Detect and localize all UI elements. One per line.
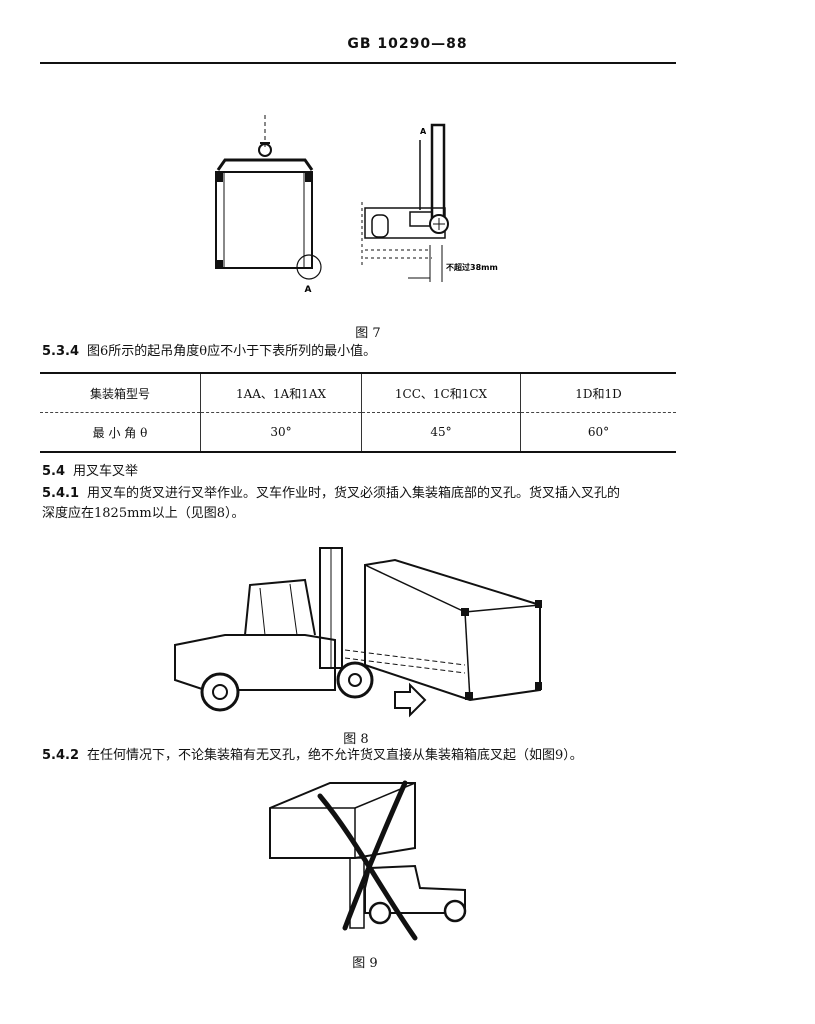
figure-7-drawing: A A 不超过38mm [215, 115, 498, 295]
clause-5-3-4: 5.3.4 图6所示的起吊角度θ应不小于下表所列的最小值。 [42, 342, 376, 362]
clause-text-line-2: 深度应在1825mm以上（见图8）。 [42, 506, 245, 521]
figure-7-label-a-left: A [305, 285, 312, 295]
section-title: 用叉车叉举 [73, 464, 139, 479]
clause-5-4-2: 5.4.2 在任何情况下，不论集装箱有无叉孔，绝不允许货叉直接从集装箱箱底叉起（如… [42, 746, 583, 766]
clause-number: 5.4.1 [42, 486, 80, 501]
clause-number: 5.3.4 [42, 344, 80, 359]
table-header-row: 集装箱型号 1AA、1A和1AX 1CC、1C和1CX 1D和1D [40, 372, 676, 413]
minimum-angle-table: 集装箱型号 1AA、1A和1AX 1CC、1C和1CX 1D和1D 最 小 角 … [40, 372, 676, 453]
document-header: GB 10290—88 [347, 36, 468, 52]
table-cell: 最 小 角 θ [40, 412, 201, 453]
clause-text: 图6所示的起吊角度θ应不小于下表所列的最小值。 [87, 344, 377, 359]
table-header-cell: 1D和1D [520, 372, 676, 413]
clause-text: 在任何情况下，不论集装箱有无叉孔，绝不允许货叉直接从集装箱箱底叉起（如图9）。 [87, 748, 583, 763]
table-cell: 45° [361, 412, 521, 453]
figure-8-caption: 图 8 [343, 732, 369, 747]
figure-7-dimension-label: 不超过38mm [446, 262, 498, 272]
section-5-4: 5.4 用叉车叉举 [42, 462, 138, 482]
table-header-cell: 1AA、1A和1AX [200, 372, 362, 413]
clause-5-4-1: 5.4.1 用叉车的货叉进行叉举作业。叉车作业时，货叉必须插入集装箱底部的叉孔。货… [42, 484, 682, 524]
clause-text-line-1: 用叉车的货叉进行叉举作业。叉车作业时，货叉必须插入集装箱底部的叉孔。货叉插入叉孔… [87, 486, 621, 501]
figure-8-forklift-drawing [174, 547, 542, 718]
table-header-cell: 1CC、1C和1CX [361, 372, 521, 413]
table-row: 最 小 角 θ 30° 45° 60° [40, 412, 676, 453]
table-cell: 60° [520, 412, 676, 453]
table-header-cell: 集装箱型号 [40, 372, 201, 413]
figure-9-prohibited-drawing [269, 780, 467, 941]
table-cell: 30° [200, 412, 362, 453]
section-number: 5.4 [42, 464, 66, 479]
figure-9-caption: 图 9 [352, 956, 378, 971]
header-rule [40, 62, 676, 64]
figure-7-label-a-right: A [420, 127, 427, 136]
clause-number: 5.4.2 [42, 748, 80, 763]
figure-7-caption: 图 7 [355, 326, 381, 341]
